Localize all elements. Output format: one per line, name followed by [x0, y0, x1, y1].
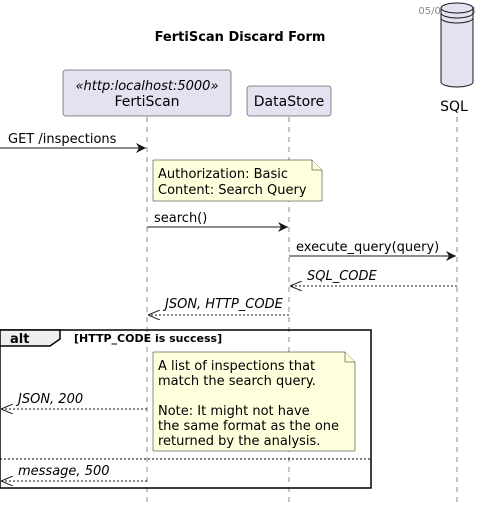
- note-authorization: Authorization: Basic Content: Search Que…: [152, 159, 323, 202]
- message-get-inspections-label: GET /inspections: [8, 132, 117, 147]
- participant-sql: SQL: [440, 2, 474, 115]
- note-authorization-line-2: Content: Search Query: [158, 183, 307, 198]
- participant-sql-label: SQL: [440, 99, 468, 115]
- message-json-http-code-label: JSON, HTTP_CODE: [162, 297, 284, 312]
- participant-datastore: DataStore: [246, 85, 332, 117]
- participant-datastore-label: DataStore: [254, 94, 324, 110]
- participant-stereotype: «http:localhost:5000»: [76, 79, 219, 94]
- message-json-200-label: JSON, 200: [15, 392, 83, 407]
- message-search: search(): [147, 211, 288, 232]
- note-result: A list of inspections that match the sea…: [152, 351, 356, 452]
- message-message-500-label: message, 500: [18, 464, 110, 479]
- alt-operator-label: alt: [10, 332, 29, 347]
- diagram-title: FertiScan Discard Form: [155, 30, 326, 45]
- note-result-line-1: A list of inspections that: [158, 359, 315, 374]
- note-result-line-2: match the search query.: [158, 374, 316, 389]
- message-sql-code-label: SQL_CODE: [307, 269, 378, 284]
- message-sql-code: SQL_CODE: [290, 269, 457, 286]
- message-get-inspections: GET /inspections: [0, 132, 146, 153]
- note-authorization-line-1: Authorization: Basic: [158, 167, 288, 182]
- database-icon: [440, 2, 474, 88]
- message-execute-query: execute_query(query): [289, 240, 456, 261]
- message-execute-query-label: execute_query(query): [296, 240, 439, 255]
- alt-fragment: alt [HTTP_CODE is success]: [0, 329, 372, 489]
- message-json-200: JSON, 200: [1, 392, 147, 409]
- message-search-label: search(): [154, 211, 207, 226]
- message-message-500: message, 500: [1, 464, 147, 481]
- alt-guard-label: [HTTP_CODE is success]: [74, 332, 222, 345]
- alt-operator-tab: [0, 329, 61, 347]
- participant-fertiscan-label: FertiScan: [114, 94, 179, 110]
- note-result-line-4: Note: It might not have: [158, 404, 310, 419]
- note-result-line-5: the same format as the one: [158, 419, 339, 434]
- participant-fertiscan: «http:localhost:5000» FertiScan: [62, 69, 232, 117]
- message-json-http-code: JSON, HTTP_CODE: [148, 297, 289, 315]
- note-result-line-6: returned by the analysis.: [158, 434, 320, 449]
